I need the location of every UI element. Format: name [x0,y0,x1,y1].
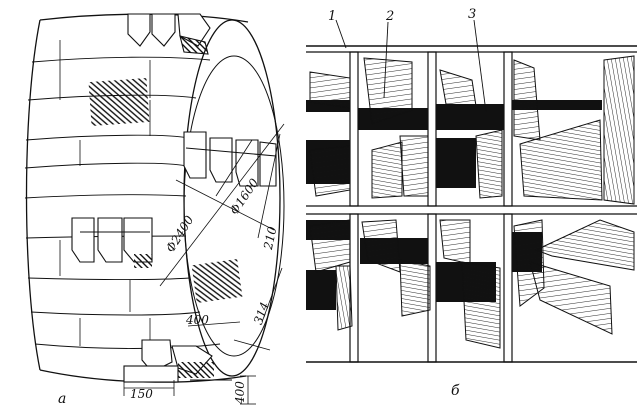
tube-fins-upper [309,55,635,205]
panel-b-caption: б [451,383,460,399]
tube-fins-lower [309,219,635,349]
hatched-panel-upper [88,78,150,126]
callout-leaders [335,19,487,113]
top-burner-block [127,13,211,55]
dim-150: 150 [130,387,153,401]
ring-front-inner [183,55,285,357]
dim-400: 400 [186,313,209,327]
panel-b-drawing [306,19,637,363]
ring-outer-left [25,19,41,371]
middle-burner-block [71,217,153,268]
callout-3: 3 [468,7,477,22]
bottom-burner-block [123,339,232,383]
dimension-lines [123,123,285,405]
panel-a-drawing [24,13,285,405]
frame-posts [349,51,513,363]
callout-2: 2 [386,9,395,24]
dim-400-bottom: 400 [233,381,247,404]
callout-1: 1 [328,9,337,24]
inner-burner-block [183,131,277,187]
hatched-panel-lower [191,258,243,304]
panel-a-caption: а [58,391,67,407]
